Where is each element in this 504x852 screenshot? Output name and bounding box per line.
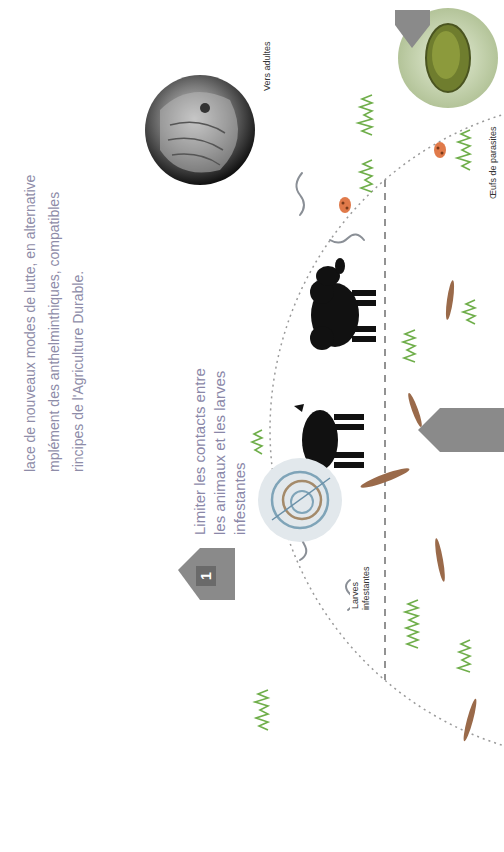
step-arrow <box>178 548 235 600</box>
step-text: Limiter les contacts entre les animaux e… <box>190 350 250 535</box>
photo-caption: Vers adultes <box>262 22 273 92</box>
grass <box>252 40 475 730</box>
photo-caption: Larves infestantes <box>350 550 372 610</box>
intro-text: lace de nouveaux modes de lutte, en alte… <box>22 175 38 472</box>
intro-text: rincipes de l'Agriculture Durable. <box>70 271 86 472</box>
step-text: Limiter les contacts entre les animaux e… <box>191 368 248 535</box>
adult-worm-photo <box>145 75 255 185</box>
parasite-eggs <box>339 142 446 213</box>
callout-box <box>196 566 216 586</box>
intro-text: lace de nouveaux modes de lutte, en alte… <box>20 112 40 472</box>
intro-text: mplément des anthelminthiques, compatibl… <box>46 192 62 472</box>
photo-caption: Vers adultes <box>262 40 272 92</box>
sheep-silhouette <box>310 258 376 350</box>
callout-number: 1 <box>197 567 215 585</box>
step-arrow <box>418 408 504 452</box>
ground-line <box>384 180 386 680</box>
photo-caption: Larves infestantes <box>350 565 371 610</box>
infective-larvae <box>359 280 478 742</box>
adult-worms <box>296 173 364 610</box>
step-arrow <box>395 10 430 48</box>
cycle-circle <box>270 100 504 760</box>
larva-photo <box>258 458 342 542</box>
intro-text: mplément des anthelminthiques, compatibl… <box>44 112 64 472</box>
callout-number: 1 <box>198 572 214 580</box>
photo-caption: Œufs de parasites <box>488 110 499 200</box>
intro-text: rincipes de l'Agriculture Durable. <box>68 112 88 472</box>
photo-caption: Œufs de parasites <box>488 125 498 200</box>
